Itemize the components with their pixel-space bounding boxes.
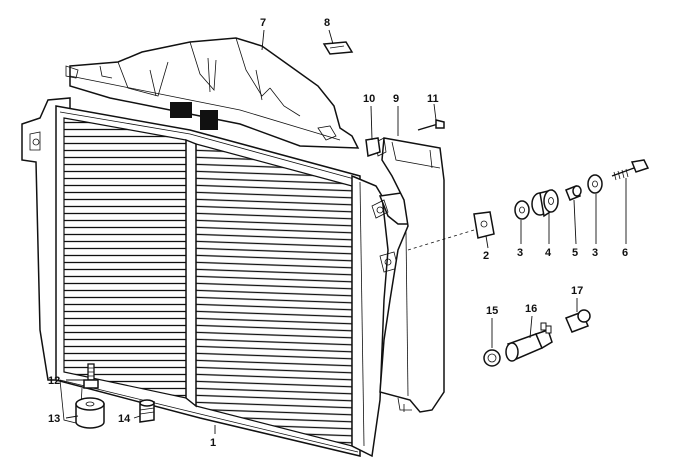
callout-13: 13 [48, 413, 60, 425]
rubber-mount-part [531, 189, 559, 218]
bushing-part [565, 185, 582, 201]
bushing-14-part [139, 399, 155, 423]
clip-nut-8-part [322, 41, 354, 55]
callout-3-left: 3 [517, 247, 523, 259]
callout-4: 4 [545, 247, 552, 259]
sealing-ring-part [483, 349, 501, 367]
callout-5: 5 [572, 247, 578, 259]
radiator-part [21, 97, 425, 458]
callout-14: 14 [118, 413, 131, 425]
callout-11: 11 [427, 93, 439, 105]
callout-3-right: 3 [592, 247, 598, 259]
clip-part [365, 137, 381, 158]
washer-3-right-part [587, 174, 603, 194]
callout-1: 1 [210, 437, 216, 449]
callout-17: 17 [571, 285, 583, 297]
fan-shroud-part [65, 37, 360, 149]
plug-part [565, 309, 591, 333]
temperature-switch-part [505, 322, 553, 362]
callout-15: 15 [486, 305, 498, 317]
callout-10: 10 [363, 93, 375, 105]
side-shroud-panel-part [375, 137, 445, 413]
leader-lines [65, 29, 627, 434]
callout-8: 8 [324, 17, 330, 29]
callout-6: 6 [622, 247, 628, 259]
callouts: 1 2 3 4 5 3 6 7 8 9 10 11 12 13 14 15 16… [48, 17, 628, 449]
screw-11-part [417, 119, 445, 131]
callout-9: 9 [393, 93, 399, 105]
clip-nut-2-part [473, 211, 495, 239]
rubber-buffer-part [75, 397, 105, 429]
washer-3-left-part [514, 200, 530, 220]
callout-16: 16 [525, 303, 537, 315]
callout-2: 2 [483, 250, 489, 262]
callout-7: 7 [260, 17, 266, 29]
bolt-6-part [611, 159, 650, 181]
screw-12-part [83, 363, 99, 389]
callout-12: 12 [48, 375, 60, 387]
